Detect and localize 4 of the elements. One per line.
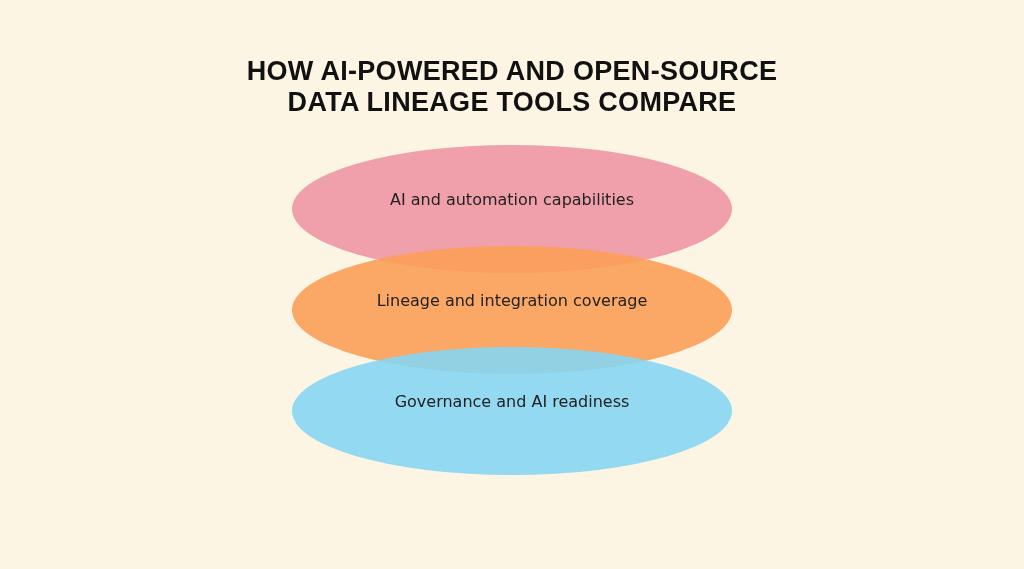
ellipse-label: Lineage and integration coverage: [376, 290, 648, 310]
ellipse-label: AI and automation capabilities: [390, 189, 634, 209]
diagram-title: HOW AI-POWERED AND OPEN-SOURCE DATA LINEAGE TOOLS COMPARE: [245, 56, 779, 118]
ellipse-label: Governance and AI readiness: [394, 391, 630, 411]
